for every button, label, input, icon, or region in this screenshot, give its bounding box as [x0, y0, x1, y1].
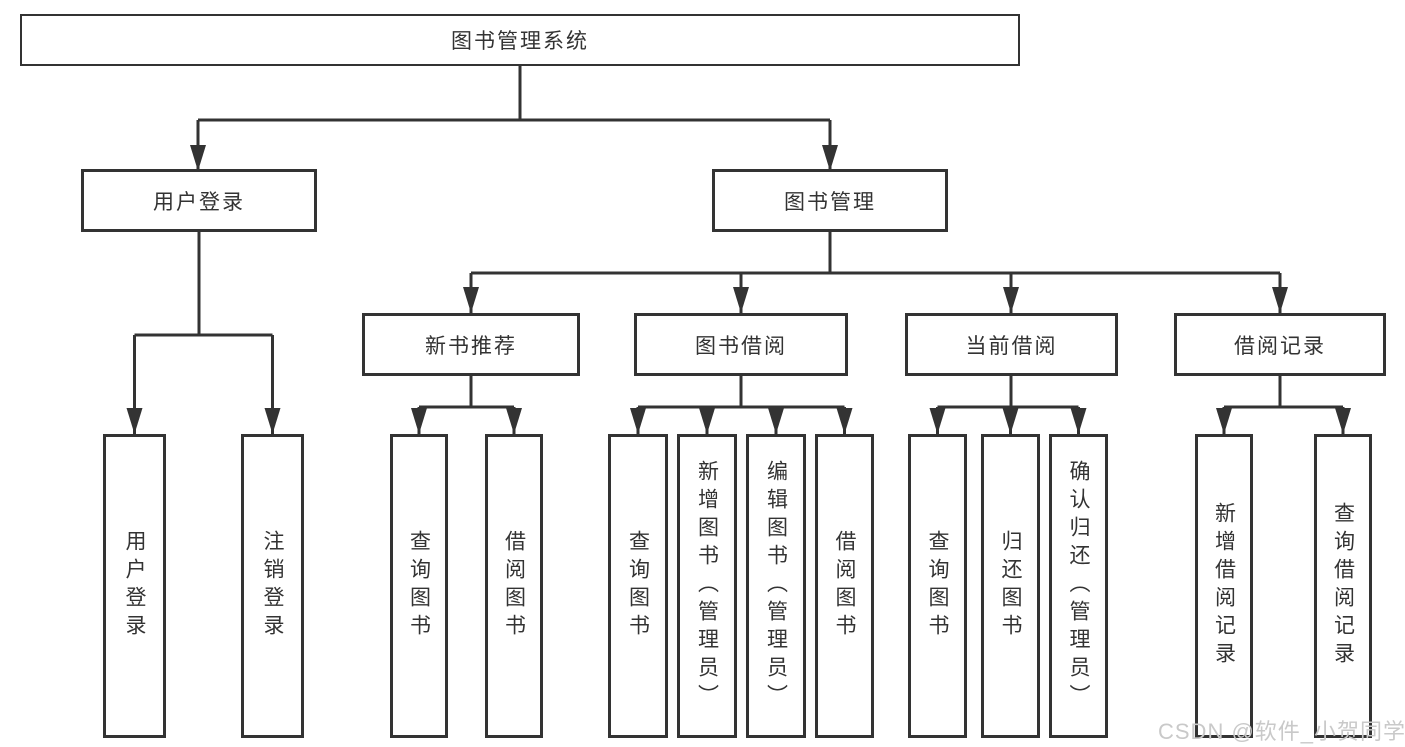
leaf-records-query-borrow-record: 查询借阅记录	[1314, 434, 1372, 738]
leaf-bookborrow-edit-books-admin-label: 编辑图书（管理员）	[764, 460, 788, 712]
leaf-currentborrow-query-books-label: 查询图书	[926, 530, 949, 642]
leaf-records-add-borrow-record-label: 新增借阅记录	[1212, 502, 1236, 670]
leaf-user-login: 用户登录	[103, 434, 166, 738]
node-borrow-records-label: 借阅记录	[1234, 334, 1326, 358]
leaf-bookborrow-borrow-books-label: 借阅图书	[833, 530, 856, 642]
leaf-logout: 注销登录	[241, 434, 304, 738]
leaf-newbook-borrow-books-label: 借阅图书	[502, 530, 526, 642]
node-book-management: 图书管理	[712, 169, 948, 232]
node-system-root-label: 图书管理系统	[451, 30, 589, 53]
leaf-currentborrow-query-books: 查询图书	[908, 434, 967, 738]
node-current-borrow: 当前借阅	[905, 313, 1118, 376]
leaf-newbook-query-books: 查询图书	[390, 434, 448, 738]
node-current-borrow-label: 当前借阅	[965, 334, 1058, 358]
csdn-watermark: CSDN @软件_小贺同学	[1158, 719, 1405, 744]
leaf-currentborrow-return-books-label: 归还图书	[999, 530, 1022, 642]
leaf-bookborrow-query-books: 查询图书	[608, 434, 668, 738]
node-user-login: 用户登录	[81, 169, 317, 232]
leaf-currentborrow-confirm-return-admin-label: 确认归还（管理员）	[1067, 460, 1090, 712]
node-book-borrow: 图书借阅	[634, 313, 848, 376]
leaf-user-login-label: 用户登录	[123, 530, 146, 642]
leaf-newbook-query-books-label: 查询图书	[407, 530, 431, 642]
leaf-newbook-borrow-books: 借阅图书	[485, 434, 543, 738]
leaf-bookborrow-borrow-books: 借阅图书	[815, 434, 874, 738]
node-new-book-recommend-label: 新书推荐	[425, 334, 517, 358]
leaf-bookborrow-add-books-admin-label: 新增图书（管理员）	[695, 460, 719, 712]
leaf-bookborrow-add-books-admin: 新增图书（管理员）	[677, 434, 737, 738]
leaf-records-query-borrow-record-label: 查询借阅记录	[1331, 502, 1355, 670]
node-system-root: 图书管理系统	[20, 14, 1020, 66]
leaf-bookborrow-edit-books-admin: 编辑图书（管理员）	[746, 434, 806, 738]
node-new-book-recommend: 新书推荐	[362, 313, 580, 376]
leaf-currentborrow-return-books: 归还图书	[981, 434, 1040, 738]
leaf-logout-label: 注销登录	[261, 530, 284, 642]
node-book-borrow-label: 图书借阅	[695, 334, 787, 358]
leaf-currentborrow-confirm-return-admin: 确认归还（管理员）	[1049, 434, 1108, 738]
node-user-login-label: 用户登录	[153, 190, 245, 214]
node-borrow-records: 借阅记录	[1174, 313, 1386, 376]
leaf-bookborrow-query-books-label: 查询图书	[626, 530, 650, 642]
leaf-records-add-borrow-record: 新增借阅记录	[1195, 434, 1253, 738]
node-book-management-label: 图书管理	[784, 190, 876, 214]
